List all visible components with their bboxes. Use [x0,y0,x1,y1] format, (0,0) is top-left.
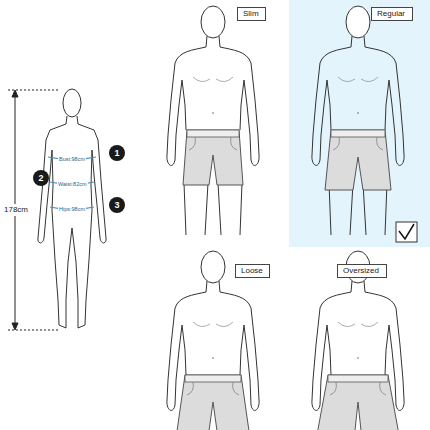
callout-text: 3 [114,200,119,210]
callout-text: 1 [114,148,119,158]
fit-name: Slim [243,9,259,18]
shorts [316,375,400,430]
callout-text: 2 [38,173,43,183]
slim-figure [167,6,259,235]
check-box [396,222,417,242]
measure-label: Hips:98cm [58,206,86,212]
callout-number: 2 [33,170,49,186]
measure-bands [48,157,96,210]
measure-label: Waist:82cm [57,181,88,187]
callout-number: 3 [109,197,125,213]
check-frame [396,222,417,242]
pocket [189,137,237,150]
height-tick [8,330,60,331]
measure-figure [38,89,106,328]
pocket [187,382,239,395]
waistband [331,130,385,137]
check-mark [399,224,414,239]
arrow-head [12,323,18,330]
waistband [328,375,388,382]
fit-tag: Regular [371,7,413,21]
measure-label: Bust:98cm [58,156,86,162]
shorts [183,130,243,185]
fit-name: Regular [377,9,405,18]
waistband [185,375,241,382]
fit-tag: Oversized [337,264,387,278]
fit-tag: Slim [237,7,266,21]
height-tick [8,90,60,91]
shorts [325,130,391,190]
oversized-figure [312,251,404,430]
fit-name: Oversized [343,266,379,275]
body-outline [38,116,106,328]
arrow-head [12,90,18,97]
shorts [176,375,250,430]
pocket [330,382,386,395]
callout-number: 1 [109,145,125,161]
fit-tag: Loose [235,264,270,278]
head [63,89,81,117]
fit-name: Loose [241,266,263,275]
regular-figure [312,6,404,235]
pocket [333,137,383,150]
selected-panel [289,0,430,247]
waistband [187,130,239,137]
height-label: 178cm [4,204,28,216]
